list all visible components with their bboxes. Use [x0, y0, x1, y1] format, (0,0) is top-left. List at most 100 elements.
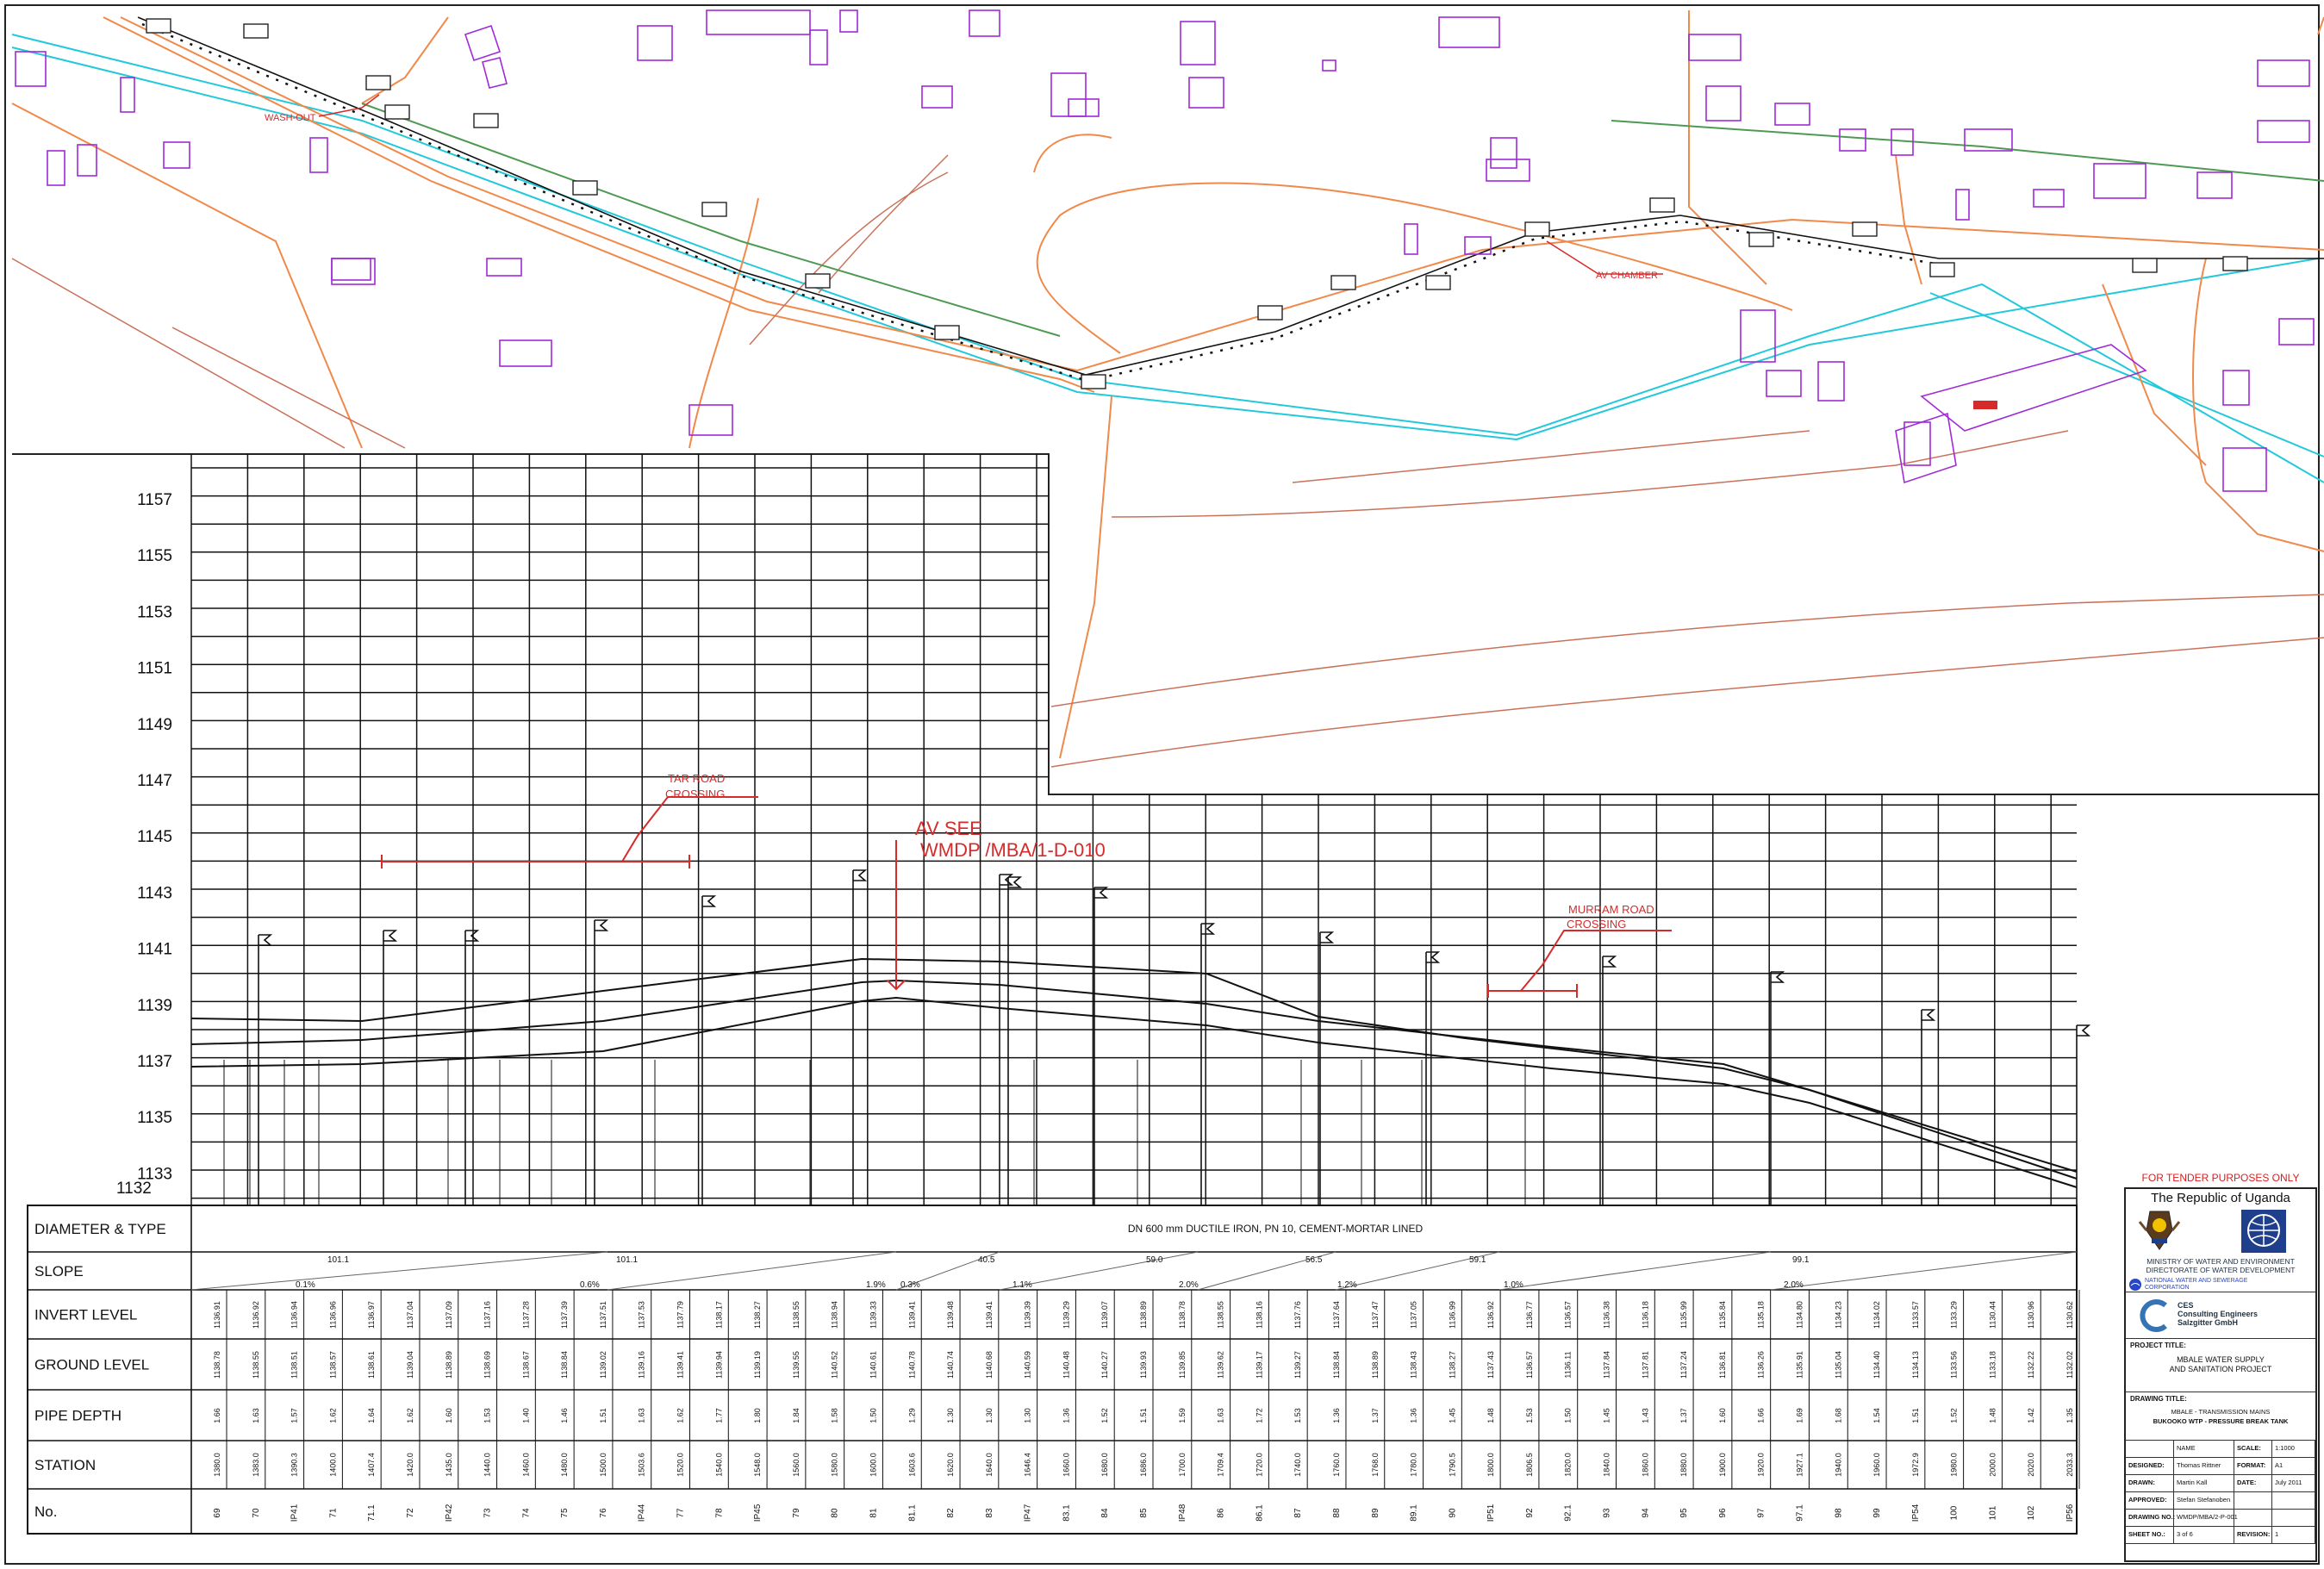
project-title-section: PROJECT TITLE: MBALE WATER SUPPLY AND SA… [2126, 1339, 2315, 1392]
tb-key: DESIGNED: [2126, 1458, 2174, 1474]
chainage-number: 95 [1679, 1508, 1689, 1518]
chainage-number: 89.1 [1410, 1504, 1419, 1522]
pipe-depth-value: 1.68 [1834, 1408, 1842, 1423]
ces-section: CES Consulting Engineers Salzgitter GmbH [2126, 1292, 2315, 1339]
elevation-tick-label: 1151 [137, 660, 172, 678]
station-value: 1880.0 [1679, 1453, 1688, 1477]
invert-level-value: 1137.76 [1293, 1301, 1302, 1329]
chainage-number: 71.1 [367, 1504, 377, 1522]
station-value: 1960.0 [1872, 1453, 1881, 1477]
invert-level-value: 1133.57 [1911, 1301, 1920, 1329]
chainage-number: 83 [985, 1508, 994, 1518]
station-value: 1400.0 [328, 1453, 337, 1477]
table-row-label: SLOPE [34, 1263, 84, 1279]
station-value: 1460.0 [521, 1453, 530, 1477]
station-value: 1603.6 [907, 1453, 916, 1477]
invert-level-value: 1138.89 [1139, 1301, 1148, 1329]
slope-diagonal [1770, 1251, 2078, 1291]
slope-length: 56.5 [1305, 1255, 1323, 1265]
road-lines [11, 10, 2324, 759]
station-value: 1407.4 [367, 1453, 376, 1477]
pipe-depth-value: 1.51 [1911, 1408, 1920, 1423]
profile-background [12, 454, 2077, 1205]
ground-level-value: 1139.55 [792, 1351, 801, 1379]
ground-level-value: 1138.89 [1371, 1351, 1380, 1379]
invert-level-value: 1137.47 [1371, 1301, 1380, 1329]
ground-level-value: 1138.43 [1410, 1351, 1418, 1379]
chainage-number: 94 [1641, 1508, 1650, 1518]
contour-lines [11, 154, 2324, 768]
ground-level-value: 1137.43 [1486, 1351, 1495, 1379]
ministry-line-1: MINISTRY OF WATER AND ENVIRONMENT [2146, 1257, 2295, 1266]
table-row-label: DIAMETER & TYPE [34, 1221, 166, 1237]
chainage-number: 96 [1718, 1508, 1728, 1518]
ground-level-value: 1138.84 [1332, 1351, 1341, 1379]
chainage-number: 97 [1757, 1508, 1766, 1518]
pipe-depth-value: 1.63 [638, 1408, 646, 1423]
chainage-number: 80 [831, 1508, 840, 1518]
chainage-number: 74 [521, 1508, 531, 1518]
station-value: 1680.0 [1100, 1453, 1109, 1477]
chainage-number: 85 [1139, 1508, 1149, 1518]
profile-boundary [12, 453, 2318, 795]
tb-key2: DATE: [2234, 1475, 2272, 1491]
station-value: 1840.0 [1603, 1453, 1611, 1477]
slope-percent: 1.0% [1504, 1280, 1523, 1290]
station-value: 1560.0 [792, 1453, 801, 1477]
station-value: 1860.0 [1641, 1453, 1649, 1477]
drawing-title-label: DRAWING TITLE: [2130, 1395, 2187, 1403]
pipe-depth-value: 1.77 [714, 1408, 723, 1423]
tar-road-label-1: TAR ROAD [668, 772, 725, 785]
station-value: 1806.5 [1525, 1453, 1534, 1477]
slope-length: 59.0 [1146, 1255, 1163, 1265]
station-value: 1540.0 [714, 1453, 723, 1477]
ground-level-value: 1138.84 [560, 1351, 569, 1379]
project-title-line-1: MBALE WATER SUPPLY [2177, 1355, 2265, 1364]
station-value: 1760.0 [1332, 1453, 1341, 1477]
pipe-depth-value: 1.30 [946, 1408, 955, 1423]
station-value: 1390.3 [290, 1453, 299, 1477]
ground-level-value: 1138.57 [328, 1351, 337, 1379]
pipe-depth-value: 1.63 [1217, 1408, 1225, 1423]
slope-percent: 2.0% [1784, 1280, 1804, 1290]
elevation-tick-label: 1149 [137, 716, 172, 734]
chainage-number: 88 [1332, 1508, 1342, 1518]
ground-level-value: 1140.61 [869, 1351, 877, 1379]
chainage-number: 75 [560, 1508, 570, 1518]
elevation-tick-label: 1133 [137, 1165, 172, 1183]
invert-level-value: 1137.04 [406, 1301, 414, 1329]
profile-callouts [381, 796, 1672, 998]
invert-level-value: 1137.28 [521, 1301, 530, 1329]
slope-diagonal [1197, 1251, 1336, 1291]
table-row-label: No. [34, 1504, 57, 1520]
invert-level-value: 1134.23 [1834, 1301, 1842, 1329]
chainage-number: IP51 [1486, 1504, 1496, 1522]
chainage-number: 100 [1950, 1505, 1960, 1520]
world-bank-logo-icon [2241, 1210, 2286, 1253]
tb-value2: 1:1000 [2272, 1441, 2315, 1457]
plan-callout-leaders [318, 94, 1663, 275]
tb-key: DRAWN: [2126, 1475, 2174, 1491]
wash-out-label: WASH-OUT [265, 113, 316, 123]
sheet-border [4, 4, 2320, 1565]
station-flag-icon [1922, 1009, 1936, 1021]
invert-level-value: 1136.94 [290, 1301, 299, 1329]
chainage-number: 87 [1293, 1508, 1303, 1518]
elevation-tick-label: 1139 [137, 997, 172, 1015]
chainage-number: 76 [599, 1508, 608, 1518]
slope-diagonal [190, 1251, 608, 1291]
chainage-number: 92 [1525, 1508, 1535, 1518]
ground-level-value: 1136.11 [1564, 1351, 1573, 1378]
ground-level-value: 1138.55 [252, 1351, 260, 1379]
station-flag-icon [383, 930, 398, 942]
station-flag-icon [1771, 971, 1785, 983]
invert-level-value: 1134.80 [1795, 1301, 1804, 1329]
ground-level-value: 1136.81 [1718, 1351, 1727, 1379]
station-verticals [223, 869, 2091, 1205]
slope-percent: 1.2% [1337, 1280, 1357, 1290]
invert-level-value: 1138.55 [1217, 1301, 1225, 1329]
invert-level-value: 1137.39 [560, 1301, 569, 1329]
nwsc-logo-icon [2129, 1279, 2141, 1291]
invert-level-value: 1136.18 [1641, 1301, 1649, 1329]
